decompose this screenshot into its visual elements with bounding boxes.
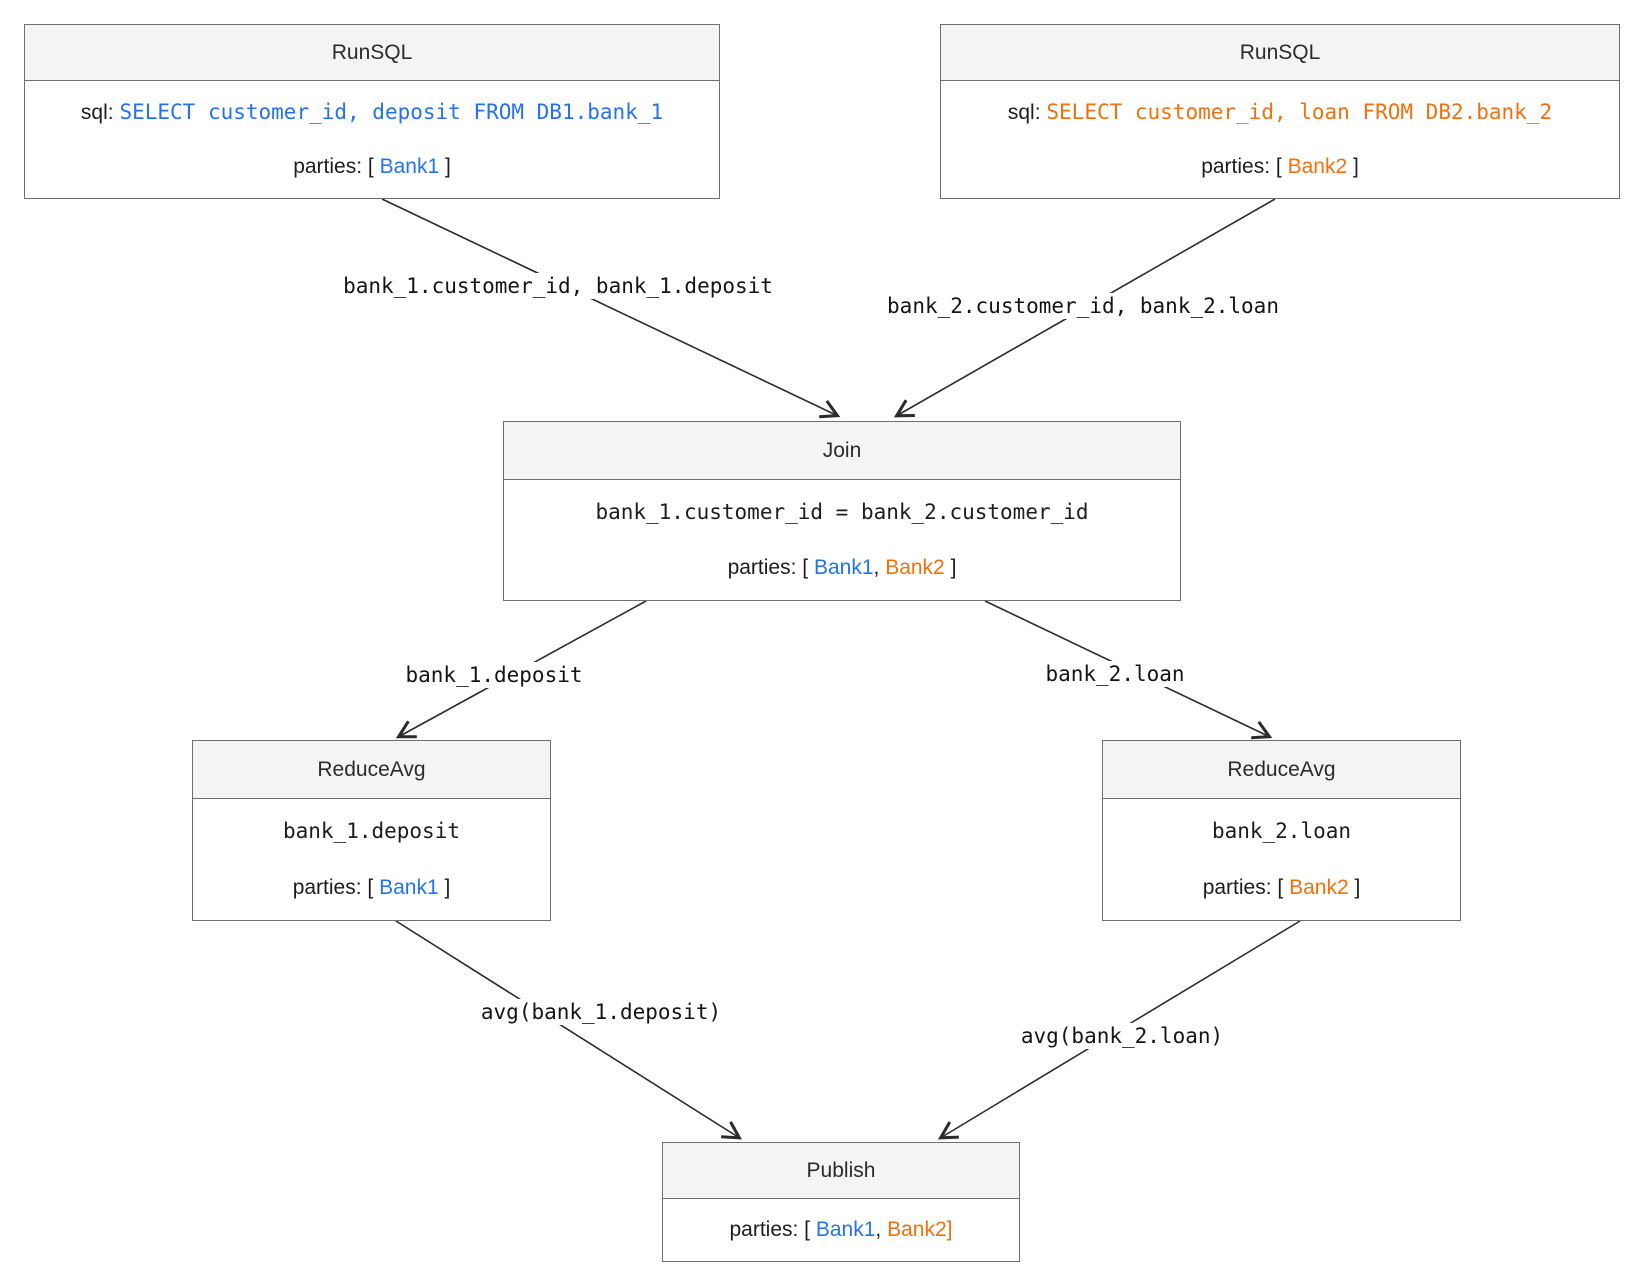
- edge-label-runsql2-to-join: bank_2.customer_id, bank_2.loan: [883, 293, 1283, 319]
- party-bank2: Bank2: [1289, 875, 1349, 899]
- edge-reduce1-to-publish: [395, 920, 743, 1140]
- node-publish: Publish parties: [ Bank1, Bank2]: [662, 1142, 1020, 1262]
- party-bank1: Bank1: [379, 875, 439, 899]
- edge-runsql1-to-join: [381, 198, 841, 419]
- party-bank2: Bank2: [1287, 155, 1348, 178]
- parties-prefix: parties: [: [1201, 155, 1282, 178]
- node-reduceavg-bank2-parties-row: parties: [ Bank2 ]: [1203, 876, 1361, 900]
- node-runsql-bank2-parties-row: parties: [ Bank2 ]: [1201, 155, 1359, 179]
- node-reduceavg-bank1-field: bank_1.deposit: [282, 819, 460, 844]
- parties-suffix: ]: [1352, 155, 1359, 178]
- party-separator: ,: [875, 1218, 882, 1241]
- edge-label-runsql1-to-join: bank_1.customer_id, bank_1.deposit: [339, 273, 777, 299]
- party-bank2: Bank2: [887, 1218, 947, 1241]
- sql-statement: SELECT customer_id, loan FROM DB2.bank_2: [1046, 100, 1553, 124]
- node-reduceavg-bank1: ReduceAvg bank_1.deposit parties: [ Bank…: [192, 740, 551, 921]
- node-reduceavg-bank1-title: ReduceAvg: [193, 741, 550, 799]
- node-publish-parties-row: parties: [ Bank1, Bank2]: [729, 1218, 952, 1242]
- party-bank1: Bank1: [815, 1218, 876, 1241]
- sql-label: sql:: [80, 101, 114, 124]
- parties-prefix: parties: [: [727, 556, 809, 579]
- node-join: Join bank_1.customer_id = bank_2.custome…: [503, 421, 1181, 601]
- edge-label-join-to-reduce1: bank_1.deposit: [401, 662, 587, 688]
- node-runsql-bank1: RunSQL sql: SELECT customer_id, deposit …: [24, 24, 720, 199]
- node-runsql-bank1-sql-row: sql: SELECT customer_id, deposit FROM DB…: [81, 100, 663, 125]
- node-runsql-bank2-sql-row: sql: SELECT customer_id, loan FROM DB2.b…: [1008, 100, 1552, 125]
- node-join-title: Join: [504, 422, 1180, 480]
- node-runsql-bank1-title: RunSQL: [25, 25, 719, 81]
- parties-prefix: parties: [: [292, 875, 374, 899]
- node-reduceavg-bank1-parties-row: parties: [ Bank1 ]: [293, 876, 451, 900]
- parties-suffix: ]: [946, 1218, 953, 1241]
- sql-label: sql:: [1007, 101, 1041, 124]
- party-separator: ,: [873, 556, 880, 579]
- edge-label-reduce1-to-publish: avg(bank_1.deposit): [476, 999, 726, 1025]
- party-bank2: Bank2: [885, 556, 945, 579]
- edge-label-join-to-reduce2: bank_2.loan: [1041, 661, 1189, 687]
- parties-suffix: ]: [444, 155, 451, 178]
- parties-prefix: parties: [: [729, 1218, 811, 1241]
- parties-prefix: parties: [: [1202, 875, 1284, 899]
- node-runsql-bank2-title: RunSQL: [941, 25, 1619, 81]
- node-reduceavg-bank2: ReduceAvg bank_2.loan parties: [ Bank2 ]: [1102, 740, 1461, 921]
- parties-suffix: ]: [1354, 875, 1361, 899]
- node-reduceavg-bank2-title: ReduceAvg: [1103, 741, 1460, 799]
- sql-statement: SELECT customer_id, deposit FROM DB1.ban…: [119, 100, 664, 124]
- node-join-parties-row: parties: [ Bank1, Bank2 ]: [728, 556, 957, 580]
- node-reduceavg-bank2-field: bank_2.loan: [1211, 819, 1352, 844]
- party-bank1: Bank1: [379, 155, 440, 178]
- parties-suffix: ]: [950, 556, 957, 579]
- party-bank1: Bank1: [813, 556, 874, 579]
- node-join-condition: bank_1.customer_id = bank_2.customer_id: [595, 500, 1089, 524]
- parties-prefix: parties: [: [293, 155, 374, 178]
- node-publish-title: Publish: [663, 1143, 1019, 1199]
- node-runsql-bank2: RunSQL sql: SELECT customer_id, loan FRO…: [940, 24, 1620, 199]
- parties-suffix: ]: [444, 875, 451, 899]
- edge-label-reduce2-to-publish: avg(bank_2.loan): [1016, 1023, 1228, 1049]
- node-runsql-bank1-parties-row: parties: [ Bank1 ]: [293, 155, 451, 179]
